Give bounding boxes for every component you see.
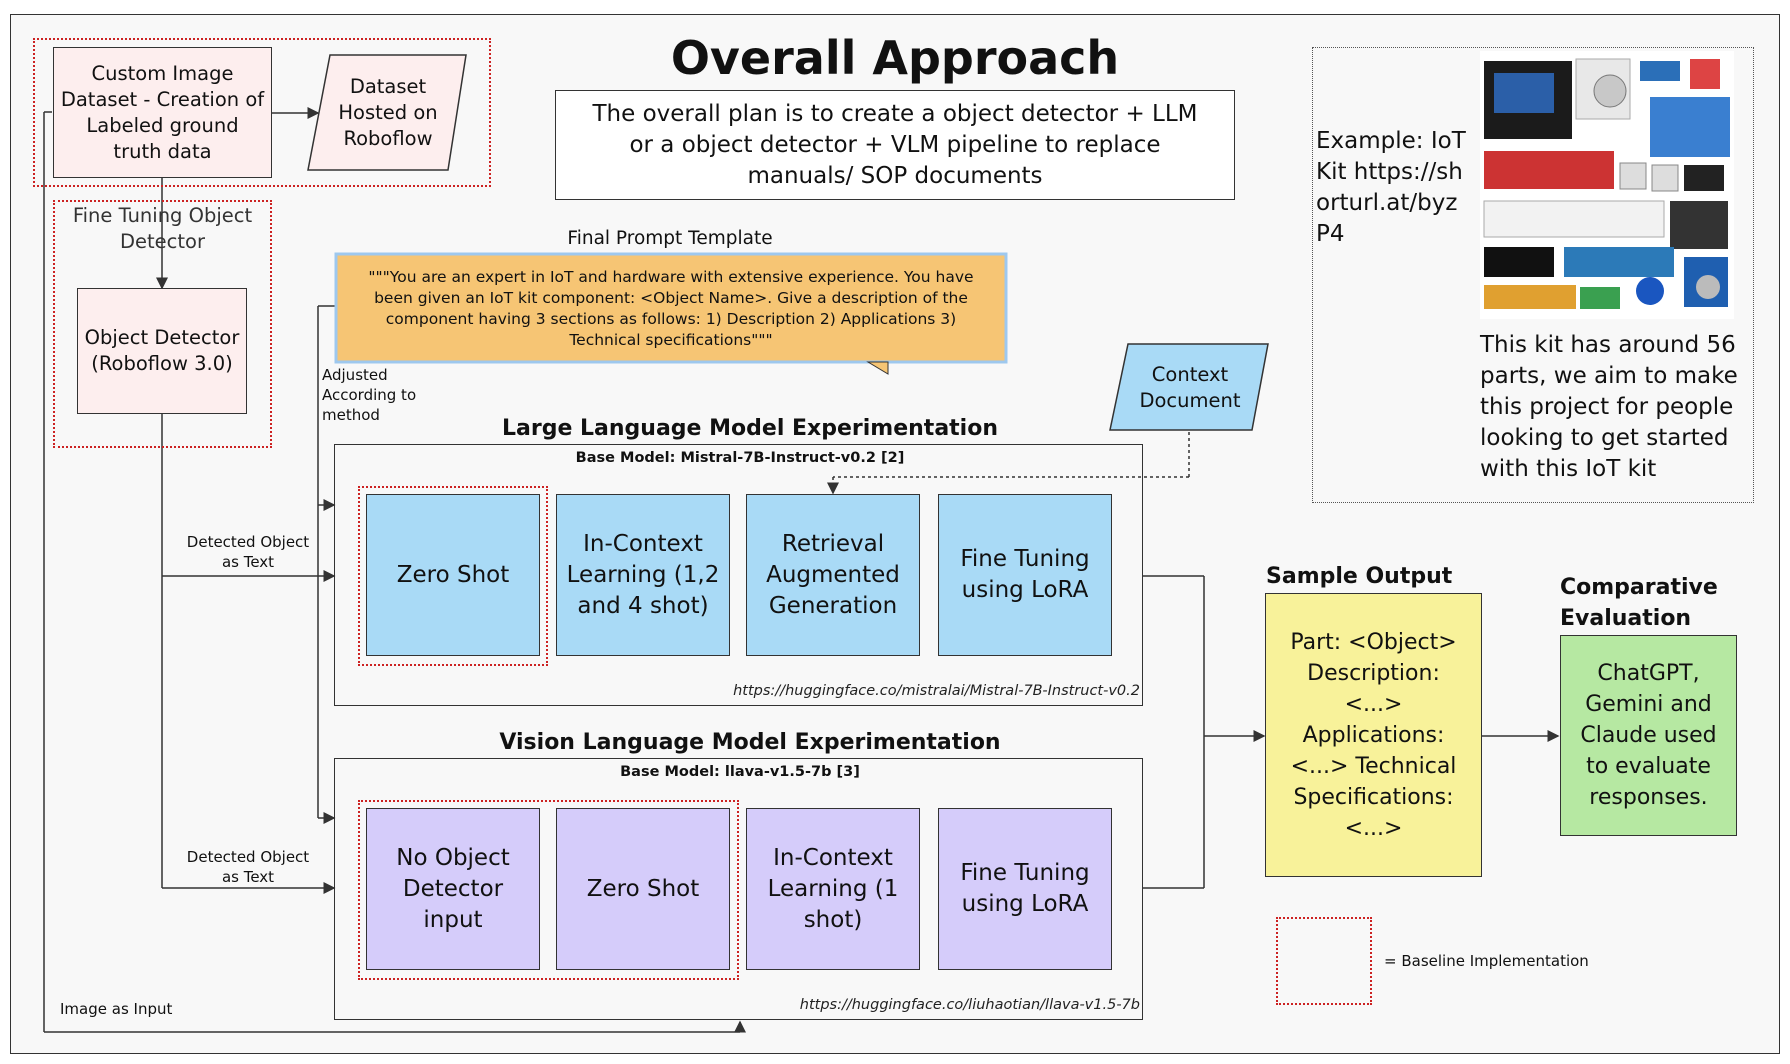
- llm-frame: [334, 444, 1143, 706]
- example-box: [1312, 47, 1754, 503]
- vlm-cell-label: Fine Tuning using LoRA: [960, 860, 1090, 917]
- comparative-box: ChatGPT, Gemini and Claude used to evalu…: [1560, 635, 1737, 836]
- vlm-cell-no-detector: No Object Detector input: [366, 808, 540, 970]
- prompt-title: Final Prompt Template: [567, 228, 773, 249]
- context-document: Context Document: [1128, 360, 1252, 416]
- baseline-llm-border: [358, 486, 548, 666]
- example-link[interactable]: Example: IoT Kit https://shorturl.at/byz…: [1316, 128, 1466, 247]
- legend-label: = Baseline Implementation: [1384, 952, 1589, 970]
- llm-title: Large Language Model Experimentation: [501, 416, 998, 441]
- iot-kit-illustration: [1483, 58, 1730, 309]
- sample-output-box: Part: <Object> Description: <...> Applic…: [1265, 593, 1482, 877]
- vlm-cell-in-context: In-Context Learning (1 shot): [746, 808, 920, 970]
- detected-text-label-2: Detected Object as Text: [186, 848, 310, 886]
- object-detector-label: Object Detector (Roboflow 3.0): [84, 326, 240, 375]
- llm-cell-label: Fine Tuning using LoRA: [960, 546, 1090, 603]
- image-input-label: Image as Input: [60, 1000, 173, 1018]
- detected-text-label-1: Detected Object as Text: [186, 533, 310, 571]
- vlm-frame: [334, 758, 1143, 1020]
- prompt-box: [334, 252, 1008, 364]
- llm-cell-label: Retrieval Augmented Generation: [766, 530, 900, 619]
- example-description: This kit has around 56 parts, we aim to …: [1480, 332, 1738, 482]
- dataset-hosted: Dataset Hosted on Roboflow: [326, 60, 450, 166]
- prompt-text: """You are an expert in IoT and hardware…: [368, 268, 974, 349]
- baseline-vlm-border: [358, 800, 739, 980]
- dataset-box: Custom Image Dataset - Creation of Label…: [53, 47, 272, 178]
- sample-output-text: Part: <Object> Description: <...> Applic…: [1290, 629, 1457, 841]
- vlm-url: https://huggingface.co/liuhaotian/llava-…: [799, 997, 1140, 1013]
- llm-url: https://huggingface.co/mistralai/Mistral…: [733, 683, 1140, 699]
- comparative-title: Comparative Evaluation: [1560, 575, 1718, 631]
- context-document-shape: [1109, 343, 1269, 431]
- vlm-cell-label: In-Context Learning (1 shot): [767, 844, 899, 933]
- llm-base-model: Base Model: Mistral-7B-Instruct-v0.2 [2]: [575, 450, 905, 466]
- vlm-cell-lora: Fine Tuning using LoRA: [938, 808, 1112, 970]
- llm-cell-lora: Fine Tuning using LoRA: [938, 494, 1112, 656]
- plan-text: The overall plan is to create a object d…: [592, 100, 1198, 189]
- context-document-label: Context Document: [1139, 363, 1241, 412]
- legend-swatch: [1276, 917, 1372, 1005]
- plan-box: The overall plan is to create a object d…: [555, 90, 1235, 200]
- dataset-hosted-shape: [307, 54, 467, 171]
- llm-cell-zero-shot: Zero Shot: [366, 494, 540, 656]
- sample-output-title: Sample Output: [1266, 564, 1453, 589]
- object-detector-box: Object Detector (Roboflow 3.0): [77, 288, 247, 414]
- adjusted-label: Adjusted According to method: [322, 366, 417, 424]
- baseline-detector-border: [53, 200, 272, 448]
- llm-cell-label: In-Context Learning (1,2 and 4 shot): [566, 530, 720, 619]
- vlm-title: Vision Language Model Experimentation: [499, 730, 1001, 755]
- vlm-cell-label: Zero Shot: [586, 875, 700, 902]
- dataset-hosted-label: Dataset Hosted on Roboflow: [338, 75, 438, 150]
- fine-tuning-detector-label: Fine Tuning Object Detector: [72, 204, 253, 253]
- vlm-base-model: Base Model: llava-v1.5-7b [3]: [620, 764, 860, 780]
- iot-kit-image: [1480, 51, 1734, 319]
- comparative-text: ChatGPT, Gemini and Claude used to evalu…: [1580, 661, 1717, 810]
- dataset-label: Custom Image Dataset - Creation of Label…: [60, 61, 265, 163]
- page-title: Overall Approach: [670, 31, 1120, 85]
- vlm-cell-zero-shot: Zero Shot: [556, 808, 730, 970]
- prompt-text-box: """You are an expert in IoT and hardware…: [340, 258, 1002, 360]
- baseline-dataset-border: [33, 38, 491, 187]
- llm-cell-label: Zero Shot: [396, 561, 510, 588]
- vlm-cell-label: No Object Detector input: [396, 844, 510, 933]
- llm-cell-in-context: In-Context Learning (1,2 and 4 shot): [556, 494, 730, 656]
- llm-cell-rag: Retrieval Augmented Generation: [746, 494, 920, 656]
